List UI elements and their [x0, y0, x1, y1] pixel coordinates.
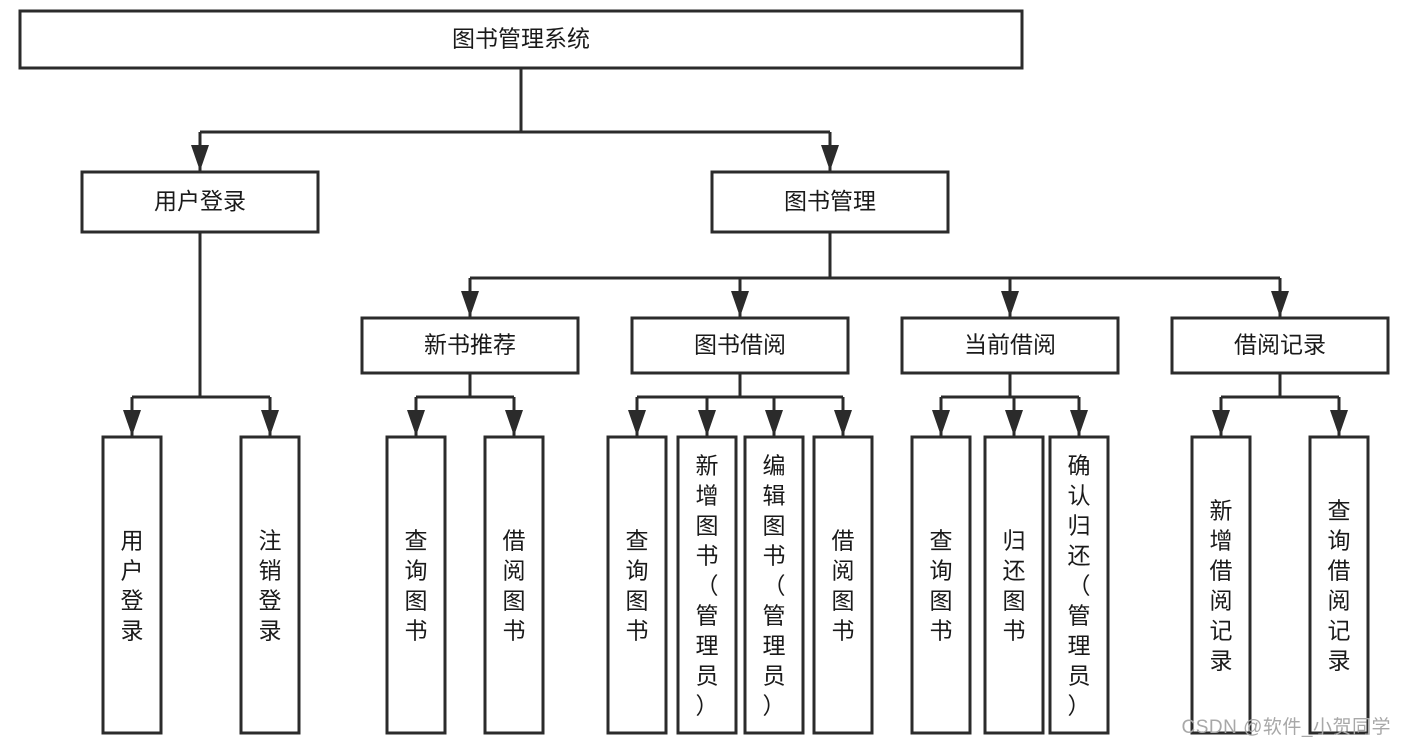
- node-leaf_4[interactable]: 查询图书: [606, 435, 668, 735]
- node-label: 查询图书: [930, 527, 953, 643]
- node-box[interactable]: [1190, 435, 1252, 735]
- node-l2_1[interactable]: 图书借阅: [630, 316, 850, 375]
- node-box[interactable]: [1170, 316, 1390, 375]
- edge-group-l2_2: [932, 373, 1088, 436]
- node-label: 当前借阅: [964, 332, 1056, 358]
- node-label: 借阅图书: [832, 527, 855, 643]
- arrow-head-icon: [1001, 291, 1019, 317]
- node-box[interactable]: [239, 435, 301, 735]
- node-label: 用户登录: [121, 527, 144, 643]
- node-box[interactable]: [900, 316, 1120, 375]
- node-box[interactable]: [710, 170, 950, 234]
- node-label: 新增图书（管理员）: [696, 452, 719, 718]
- node-leaf_8[interactable]: 查询图书: [910, 435, 972, 735]
- arrow-head-icon: [505, 410, 523, 436]
- node-box[interactable]: [80, 170, 320, 234]
- node-box[interactable]: [385, 435, 447, 735]
- edge-group-l2_1: [628, 373, 852, 436]
- node-leaf_1[interactable]: 注销登录: [239, 435, 301, 735]
- node-box[interactable]: [983, 435, 1045, 735]
- arrow-head-icon: [821, 145, 839, 171]
- node-label: 新增借阅记录: [1210, 497, 1233, 673]
- node-box[interactable]: [910, 435, 972, 735]
- arrow-head-icon: [1271, 291, 1289, 317]
- arrow-head-icon: [1005, 410, 1023, 436]
- arrow-head-icon: [261, 410, 279, 436]
- arrow-head-icon: [461, 291, 479, 317]
- node-box[interactable]: [676, 435, 738, 735]
- node-box[interactable]: [812, 435, 874, 735]
- node-box[interactable]: [101, 435, 163, 735]
- arrow-head-icon: [731, 291, 749, 317]
- node-leaf_5[interactable]: 新增图书（管理员）: [676, 435, 738, 735]
- arrow-head-icon: [834, 410, 852, 436]
- edge-group-l2_3: [1212, 373, 1348, 436]
- node-label: 图书借阅: [694, 332, 786, 358]
- node-label: 归还图书: [1003, 527, 1026, 643]
- edge-group-l2_0: [407, 373, 523, 436]
- arrow-head-icon: [765, 410, 783, 436]
- node-box[interactable]: [630, 316, 850, 375]
- node-leaf_3[interactable]: 借阅图书: [483, 435, 545, 735]
- node-label: 注销登录: [259, 527, 282, 643]
- node-label: 用户登录: [154, 188, 246, 214]
- arrow-head-icon: [407, 410, 425, 436]
- node-leaf_0[interactable]: 用户登录: [101, 435, 163, 735]
- node-leaf_9[interactable]: 归还图书: [983, 435, 1045, 735]
- node-box[interactable]: [743, 435, 805, 735]
- node-box[interactable]: [1048, 435, 1110, 735]
- node-leaf_7[interactable]: 借阅图书: [812, 435, 874, 735]
- node-root[interactable]: 图书管理系统: [18, 9, 1024, 70]
- node-l2_3[interactable]: 借阅记录: [1170, 316, 1390, 375]
- node-label: 借阅图书: [503, 527, 526, 643]
- node-label: 查询借阅记录: [1328, 497, 1351, 673]
- arrow-head-icon: [191, 145, 209, 171]
- node-label: 借阅记录: [1234, 332, 1326, 358]
- node-leaf_11[interactable]: 新增借阅记录: [1190, 435, 1252, 735]
- arrow-head-icon: [698, 410, 716, 436]
- edge-group-root: [191, 68, 839, 171]
- arrow-head-icon: [1212, 410, 1230, 436]
- node-leaf_2[interactable]: 查询图书: [385, 435, 447, 735]
- node-leaf_12[interactable]: 查询借阅记录: [1308, 435, 1370, 735]
- arrow-head-icon: [1330, 410, 1348, 436]
- node-box[interactable]: [360, 316, 580, 375]
- node-l1_0[interactable]: 用户登录: [80, 170, 320, 234]
- node-l1_1[interactable]: 图书管理: [710, 170, 950, 234]
- node-leaf_10[interactable]: 确认归还（管理员）: [1048, 435, 1110, 735]
- edge-group-l1_1: [461, 232, 1289, 317]
- watermark-label: CSDN @软件_小贺同学: [1181, 717, 1391, 738]
- node-box[interactable]: [1308, 435, 1370, 735]
- node-label: 新书推荐: [424, 332, 516, 358]
- node-l2_0[interactable]: 新书推荐: [360, 316, 580, 375]
- node-label: 查询图书: [405, 527, 428, 643]
- node-l2_2[interactable]: 当前借阅: [900, 316, 1120, 375]
- arrow-head-icon: [1070, 410, 1088, 436]
- node-label: 确认归还（管理员）: [1068, 452, 1091, 718]
- arrow-head-icon: [628, 410, 646, 436]
- node-label: 编辑图书（管理员）: [763, 452, 786, 718]
- node-box[interactable]: [483, 435, 545, 735]
- arrow-head-icon: [932, 410, 950, 436]
- arrow-head-icon: [123, 410, 141, 436]
- node-label: 查询图书: [626, 527, 649, 643]
- connector-layer: [123, 68, 1348, 436]
- edge-group-l1_0: [123, 232, 279, 436]
- node-layer: 图书管理系统用户登录图书管理新书推荐图书借阅当前借阅借阅记录用户登录注销登录查询…: [18, 9, 1390, 735]
- node-label: 图书管理系统: [452, 26, 590, 52]
- node-label: 图书管理: [784, 188, 876, 214]
- node-box[interactable]: [18, 9, 1024, 70]
- node-box[interactable]: [606, 435, 668, 735]
- node-leaf_6[interactable]: 编辑图书（管理员）: [743, 435, 805, 735]
